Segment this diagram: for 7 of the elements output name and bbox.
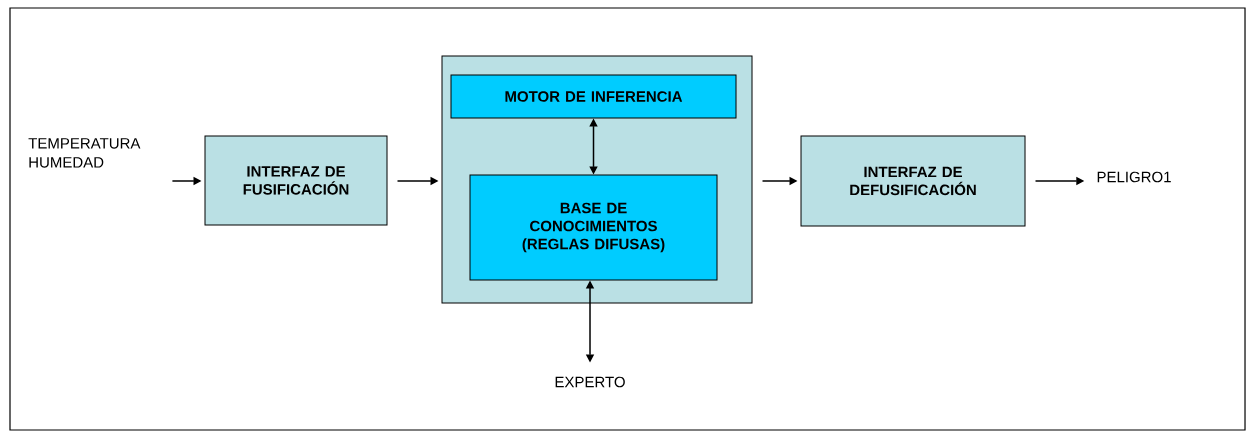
process-box: INTERFAZ DE FUSIFICACIÓN — [204, 135, 388, 226]
label-text: PELIGRO1 — [1097, 171, 1171, 183]
process-box: MOTOR DE INFERENCIA — [450, 74, 737, 119]
process-box: INTERFAZ DE DEFUSIFICACIÓN — [800, 135, 1026, 227]
label-text: EXPERTO — [555, 376, 625, 388]
process-box: BASE DE CONOCIMIENTOS (REGLAS DIFUSAS) — [469, 174, 718, 281]
label-text: TEMPERATURA HUMEDAD — [28, 138, 141, 168]
